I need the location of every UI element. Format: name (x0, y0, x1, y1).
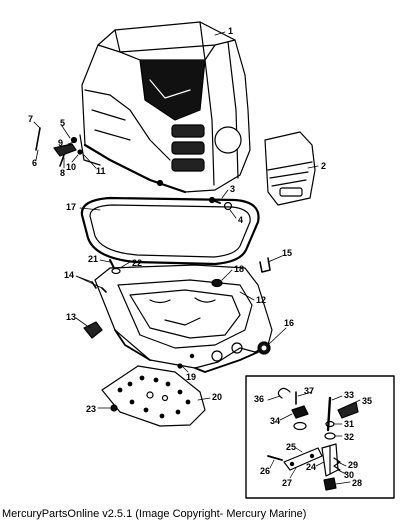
callout-18: 18 (234, 264, 244, 274)
callout-25: 25 (286, 442, 296, 452)
callout-12: 12 (256, 295, 266, 305)
gasket-plate (101, 365, 206, 427)
callout-22: 22 (132, 258, 142, 268)
callout-11: 11 (96, 166, 106, 176)
callout-31: 31 (344, 419, 354, 429)
clip (259, 257, 271, 273)
callout-23: 23 (86, 404, 96, 414)
callout-14: 14 (64, 270, 74, 280)
callout-34: 34 (270, 416, 280, 426)
small-grommet (211, 278, 223, 288)
callout-32: 32 (344, 432, 354, 442)
callout-9: 9 (58, 138, 63, 148)
side-panel (264, 131, 316, 206)
callout-1: 1 (228, 26, 233, 36)
grommet (257, 341, 271, 355)
top-cowl (79, 21, 251, 194)
inset-detail (245, 375, 395, 499)
callout-15: 15 (282, 248, 292, 258)
callout-27: 27 (282, 478, 292, 488)
callout-6: 6 (32, 158, 37, 168)
callout-37: 37 (304, 386, 314, 396)
callout-33: 33 (344, 390, 354, 400)
callout-26: 26 (260, 466, 270, 476)
bottom-cowl (94, 264, 273, 373)
callout-numbers: 1 2 3 4 5 6 7 8 9 10 11 12 13 14 15 16 1… (28, 26, 372, 488)
callout-19: 19 (186, 372, 196, 382)
callout-8: 8 (60, 168, 65, 178)
image-caption: MercuryPartsOnline v2.5.1 (Image Copyrig… (2, 508, 307, 520)
leader-lines (33, 31, 319, 409)
callout-29: 29 (348, 460, 358, 470)
callout-24: 24 (306, 462, 316, 472)
callout-4: 4 (238, 215, 243, 225)
callout-21: 21 (88, 254, 98, 264)
callout-13: 13 (66, 312, 76, 322)
bracket (83, 321, 103, 339)
callout-5: 5 (60, 118, 65, 128)
callout-16: 16 (284, 318, 294, 328)
callout-7: 7 (28, 114, 33, 124)
callout-10: 10 (66, 162, 76, 172)
callout-35: 35 (362, 396, 372, 406)
callout-2: 2 (321, 161, 326, 171)
hardware-parts (35, 127, 233, 412)
callout-28: 28 (352, 478, 362, 488)
callout-30: 30 (344, 470, 354, 480)
exploded-parts-diagram: 1 2 3 4 5 6 7 8 9 10 11 12 13 14 15 16 1… (28, 21, 395, 499)
callout-17: 17 (66, 202, 76, 212)
callout-3: 3 (230, 184, 235, 194)
callout-20: 20 (212, 392, 222, 402)
cowl-seal (80, 196, 260, 266)
callout-36: 36 (254, 394, 264, 404)
